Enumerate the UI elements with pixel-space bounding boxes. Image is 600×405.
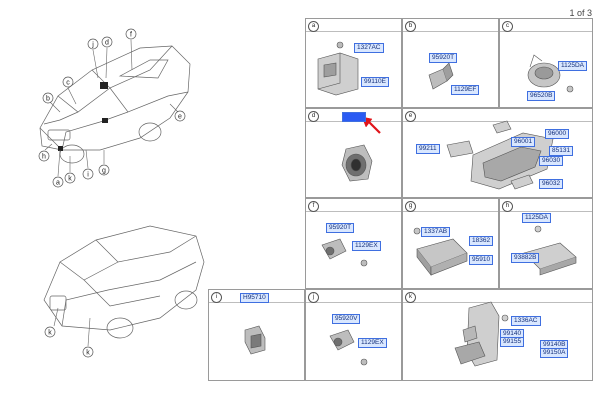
svg-text:k: k [68, 176, 72, 183]
sensor-icon [321, 238, 368, 267]
cell-d: d 95920 [305, 108, 402, 198]
svg-text:f: f [130, 32, 132, 39]
cell-j: j 95920V 1129EX [305, 289, 402, 381]
part-label[interactable]: H95710 [240, 293, 269, 303]
cell-e: e 96001 96000 99211 85131 96030 96032 [402, 108, 593, 198]
svg-text:k: k [48, 330, 52, 337]
part-label[interactable]: 96520B [527, 91, 556, 101]
cell-f: f 95920T 1129EX [305, 198, 402, 289]
camera-sensor-icon [341, 116, 381, 182]
part-label[interactable]: 99155 [500, 337, 525, 347]
callout-h: h [38, 143, 53, 162]
sensor-icon [428, 62, 469, 93]
cell-letter: i [211, 292, 222, 303]
cell-letter: h [502, 201, 513, 212]
part-label[interactable]: 96030 [539, 156, 564, 166]
svg-text:c: c [66, 80, 70, 87]
control-unit-icon [413, 227, 468, 276]
callout-f-top: f [125, 28, 137, 71]
callout-k-top: k [64, 156, 76, 184]
cell-letter: f [308, 201, 319, 212]
callout-k-bottom-right: k [82, 317, 94, 358]
svg-text:j: j [91, 42, 94, 49]
part-label[interactable]: 95920V [332, 314, 361, 324]
part-label[interactable]: 99211 [416, 144, 440, 154]
cell-c: c 1125DA 96520B [499, 18, 593, 108]
cell-h: h 1125DA 93882B [499, 198, 593, 289]
svg-text:d: d [105, 40, 109, 47]
cell-letter: c [502, 21, 513, 32]
cell-letter: g [405, 201, 416, 212]
horn-sensor-icon [527, 54, 574, 93]
callout-j: j [87, 38, 99, 79]
cell-letter: d [308, 111, 319, 122]
part-label[interactable]: 18362 [469, 236, 494, 246]
vehicle-illustration: j d f c b e h a k i g k k [38, 28, 205, 358]
svg-text:g: g [102, 168, 106, 175]
svg-text:i: i [87, 172, 89, 179]
callout-k-bottom-left: k [44, 307, 59, 338]
cell-letter: a [308, 21, 319, 32]
callout-c: c [62, 76, 77, 105]
part-label[interactable]: 1125DA [522, 213, 552, 223]
part-label[interactable]: 1129EF [451, 85, 480, 95]
callout-i: i [82, 149, 94, 180]
svg-text:k: k [86, 350, 90, 357]
part-label[interactable]: 93882B [511, 253, 540, 263]
svg-text:e: e [178, 114, 182, 121]
part-label[interactable]: 99110E [361, 77, 389, 87]
cell-b: b 95920T 1129EF [402, 18, 499, 108]
callout-a: a [52, 149, 64, 188]
callout-b: b [42, 92, 61, 113]
module-bracket-icon [317, 41, 359, 96]
part-label[interactable]: 96032 [539, 179, 564, 189]
part-label[interactable]: 1125DA [558, 61, 588, 71]
cell-k: k 1336AC 99140 99155 99140B 99150A [402, 289, 593, 381]
part-label-selected[interactable]: 95920 [342, 112, 367, 122]
part-label[interactable]: 99150A [540, 348, 569, 358]
cell-g: g 1337AB 18362 95910 [402, 198, 499, 289]
cell-a: a 1327AC 99110E [305, 18, 402, 108]
cell-letter: b [405, 21, 416, 32]
part-label[interactable]: 1327AC [354, 43, 384, 53]
cell-letter: k [405, 292, 416, 303]
part-label[interactable]: 96000 [545, 129, 570, 139]
cell-letter: j [308, 292, 319, 303]
callout-e: e [169, 103, 186, 122]
overhead-console-icon [446, 120, 554, 190]
part-label[interactable]: 95920T [429, 53, 458, 63]
radar-module-icon [454, 301, 509, 367]
sensor-icon [329, 329, 368, 366]
callout-g: g [98, 150, 110, 176]
part-label[interactable]: 1337AB [421, 227, 451, 237]
part-label[interactable]: 1129EX [358, 338, 387, 348]
part-label[interactable]: 85131 [549, 146, 574, 156]
svg-text:b: b [46, 96, 50, 103]
part-label[interactable]: 95910 [469, 255, 494, 265]
page-indicator: 1 of 3 [569, 8, 592, 18]
switch-icon [244, 325, 266, 355]
callout-d: d [101, 36, 113, 79]
cell-letter: e [405, 111, 416, 122]
part-label[interactable]: 95920T [326, 223, 355, 233]
part-label[interactable]: 96001 [511, 137, 536, 147]
svg-text:a: a [56, 180, 60, 187]
svg-text:h: h [42, 154, 46, 161]
cell-i: i H95710 [208, 289, 305, 381]
part-label[interactable]: 1129EX [352, 241, 381, 251]
part-label[interactable]: 1336AC [511, 316, 541, 326]
